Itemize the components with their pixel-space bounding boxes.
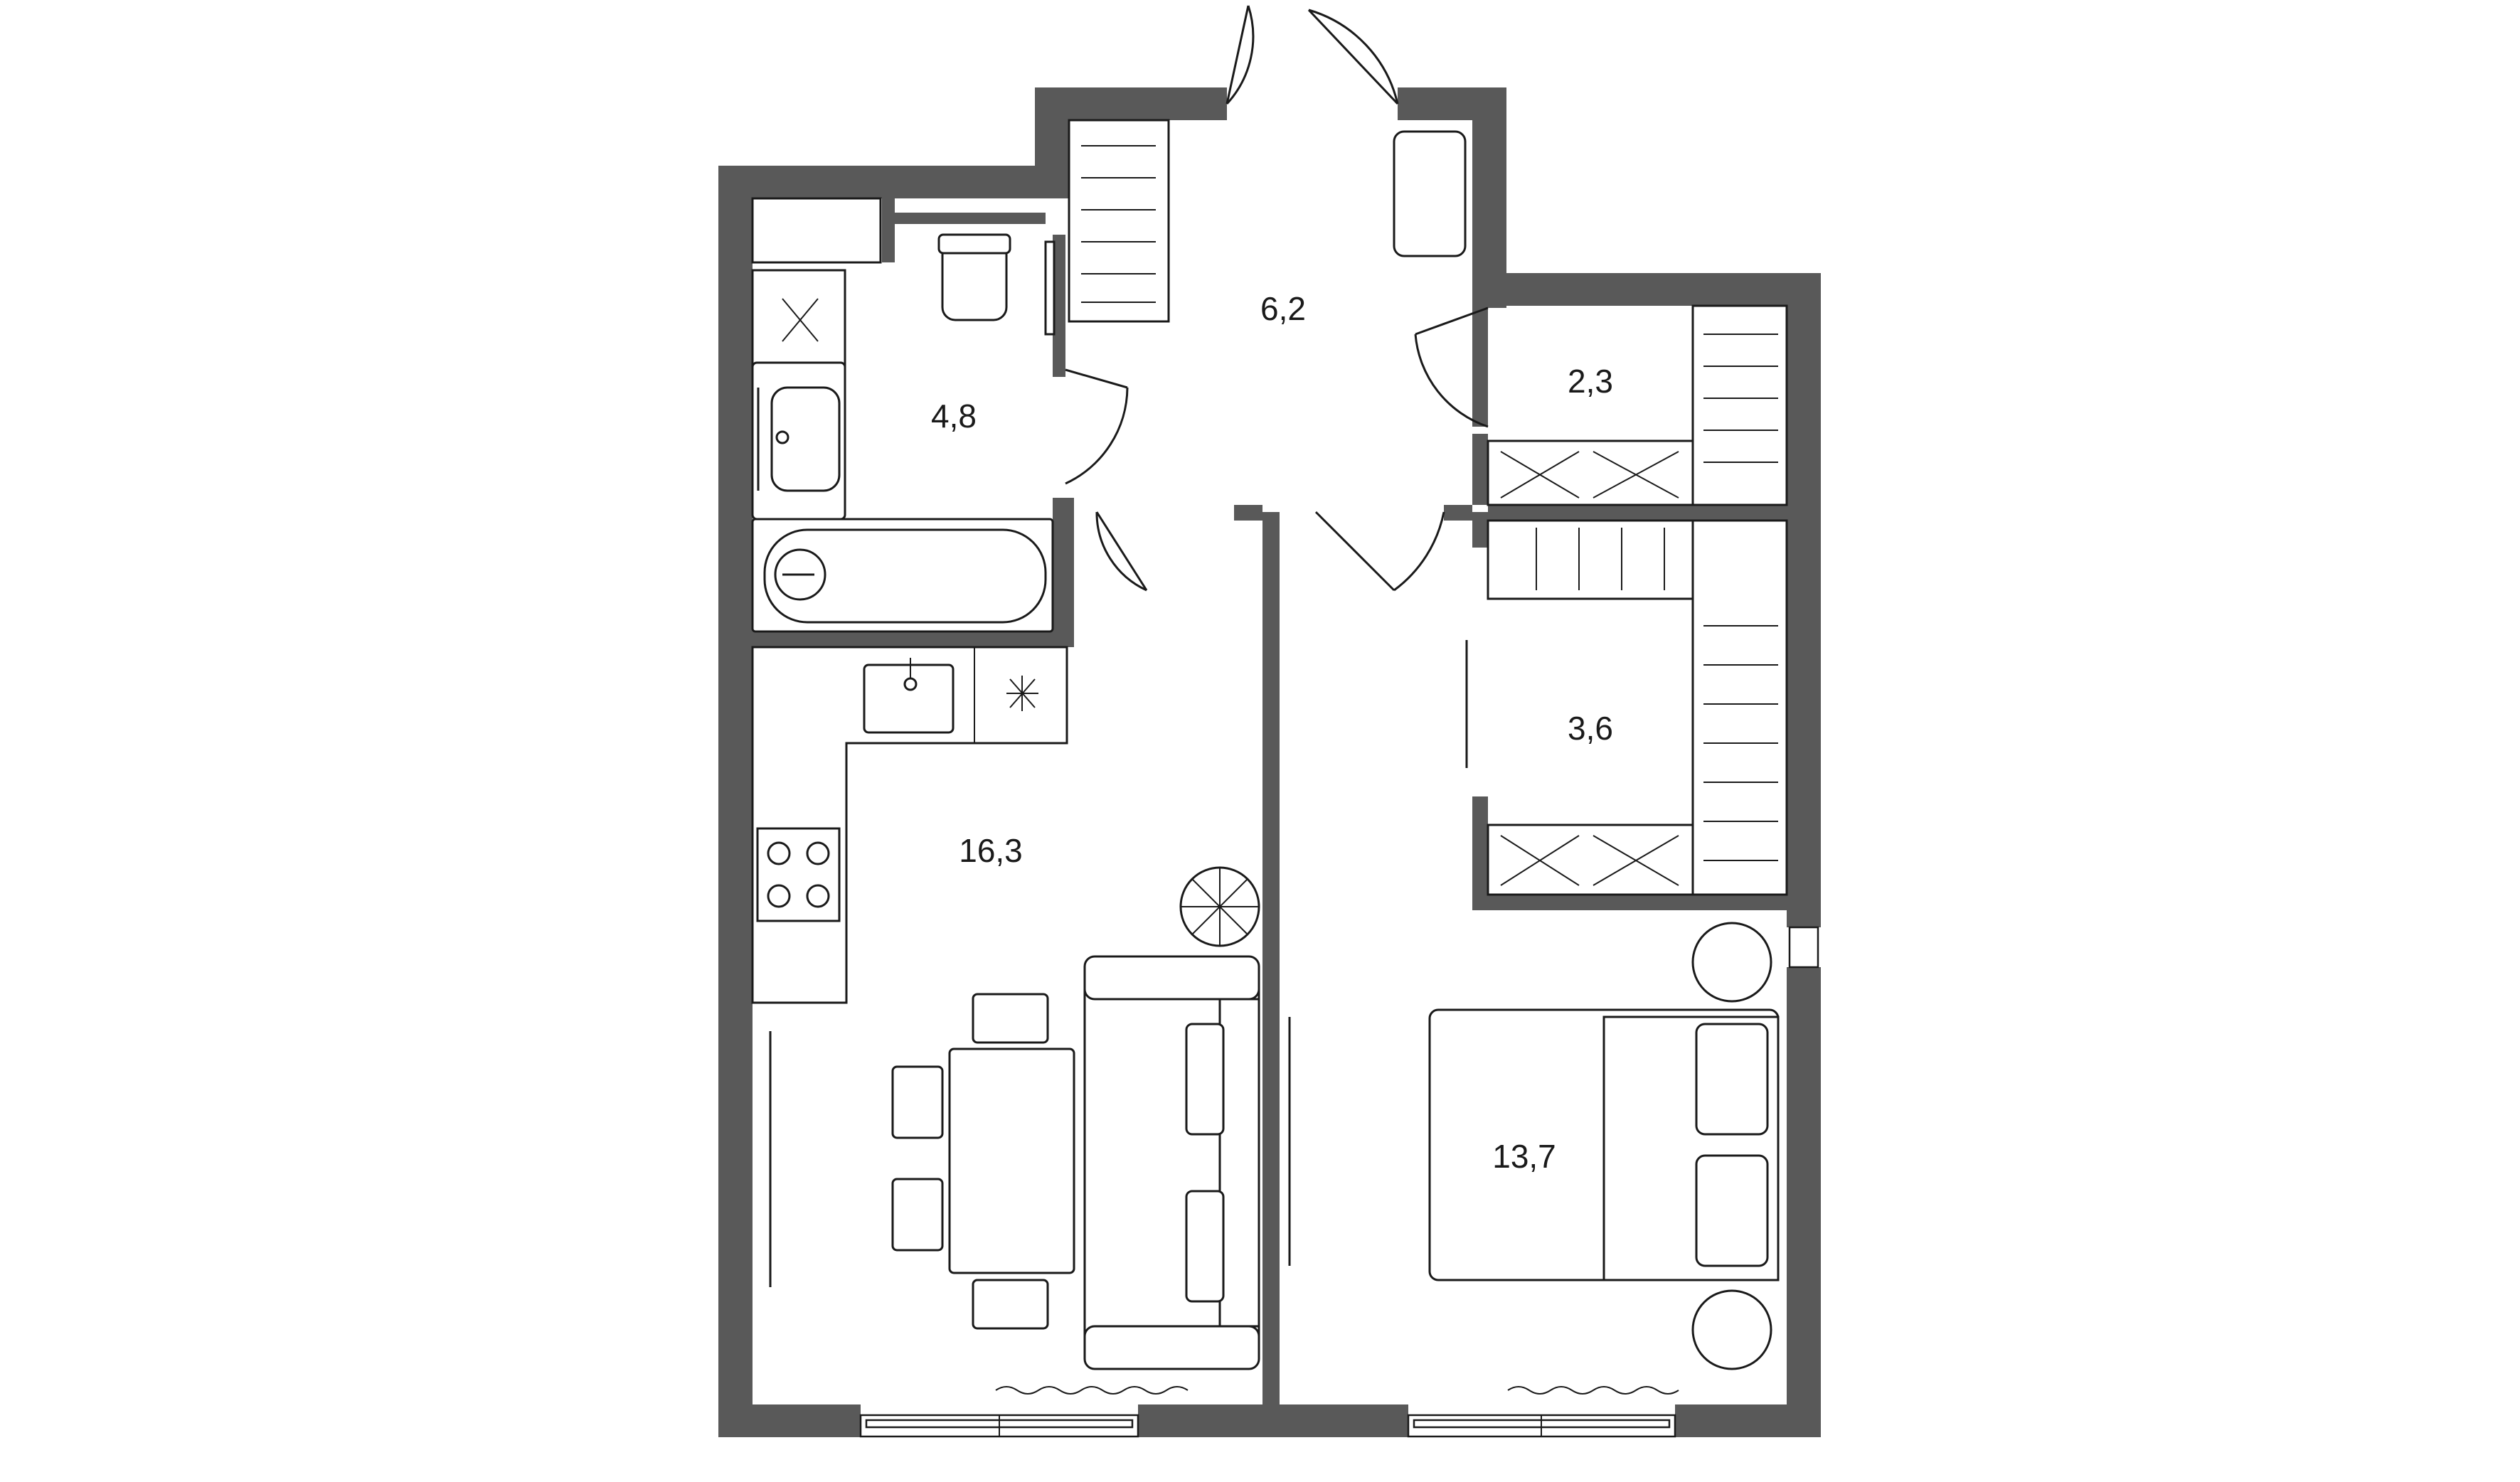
hall-storage	[1044, 119, 1467, 336]
storage-room-furniture	[1487, 304, 1788, 506]
doors	[1065, 5, 1489, 768]
room-labels: 6,2 4,8 2,3 3,6 16,3 13,7	[931, 290, 1613, 1175]
windows	[859, 926, 1819, 1438]
wardrobe-furniture	[1487, 519, 1788, 896]
storage-area-label: 2,3	[1568, 363, 1613, 400]
hall-area-label: 6,2	[1260, 290, 1306, 327]
kitchen-living-furniture	[751, 646, 1291, 1395]
bedroom-area-label: 13,7	[1492, 1138, 1556, 1175]
walls	[718, 87, 1821, 1437]
bathroom-fixtures	[751, 197, 1054, 633]
bathroom-area-label: 4,8	[931, 398, 977, 435]
bedroom-furniture	[1428, 922, 1780, 1395]
kitchen-living-area-label: 16,3	[959, 832, 1023, 869]
wardrobe-area-label: 3,6	[1568, 710, 1613, 747]
